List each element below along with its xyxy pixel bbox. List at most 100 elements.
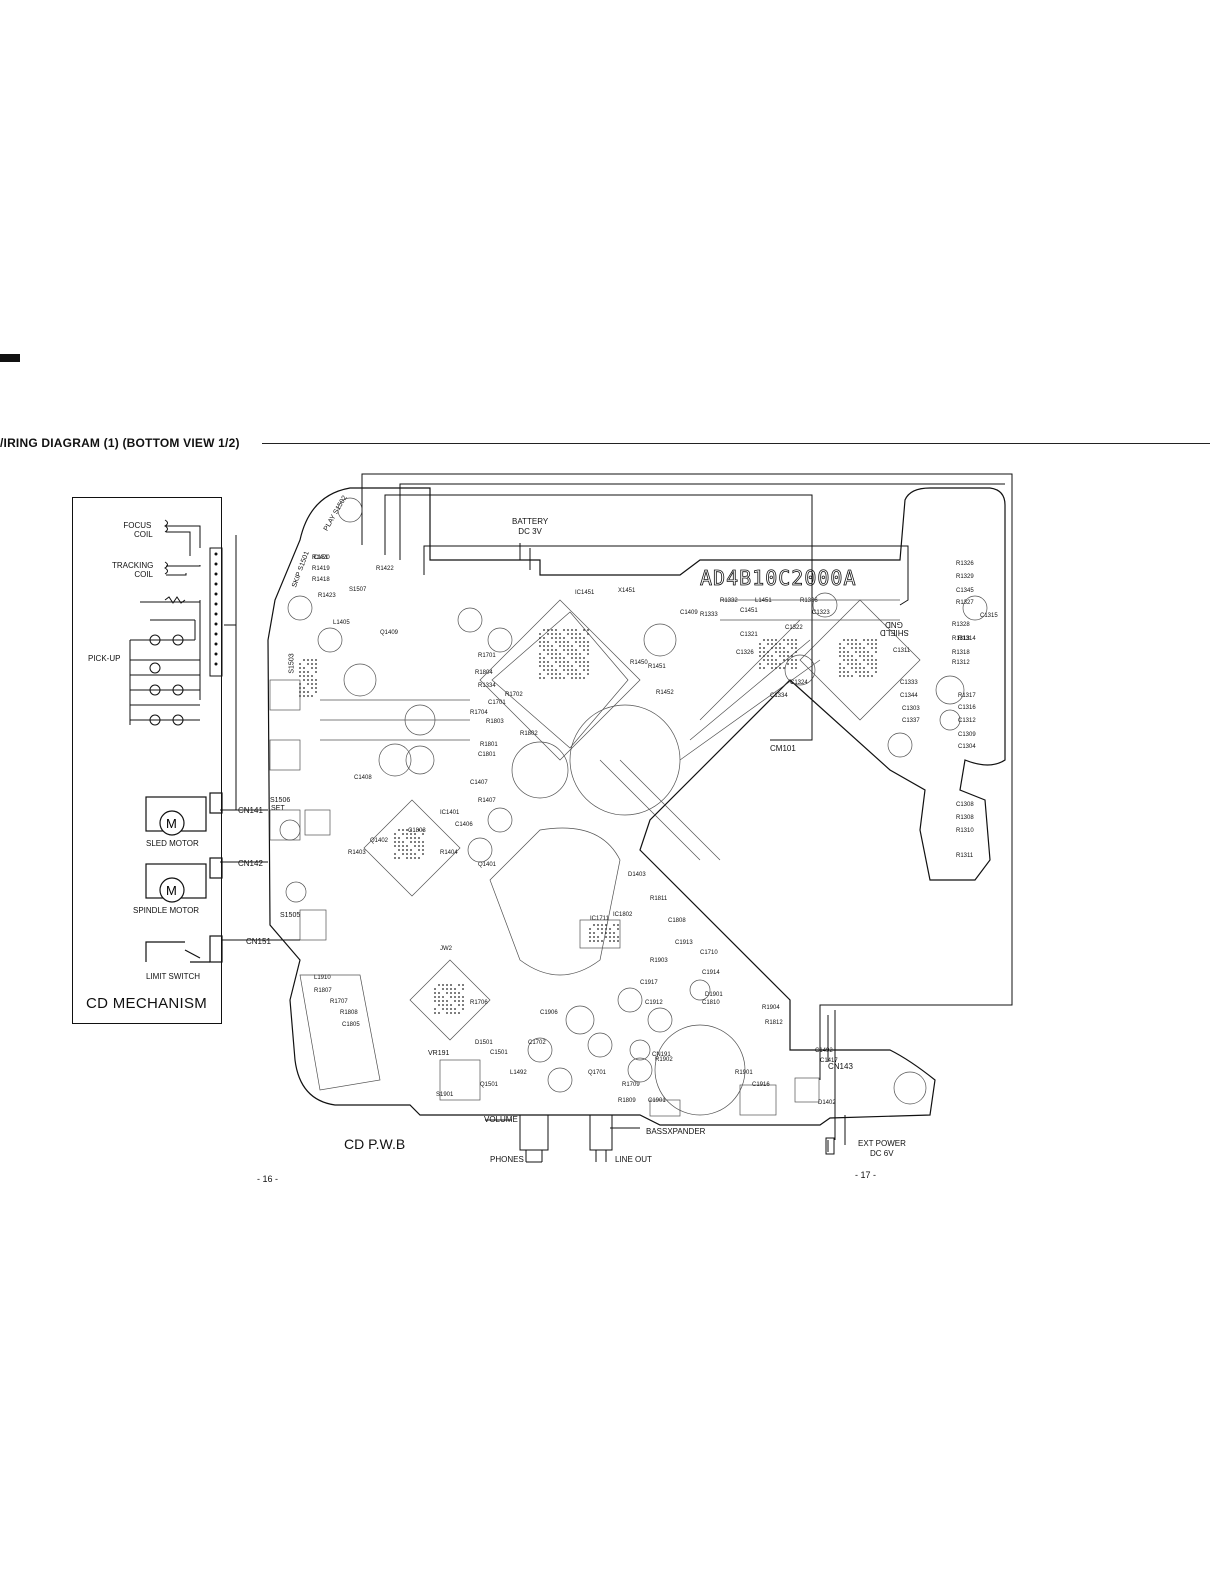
ic-pin-dot [859, 651, 861, 653]
ic-pin-dot [783, 655, 785, 657]
ic-pin-dot [579, 673, 581, 675]
ic-pin-dot [398, 857, 400, 859]
ic-pin-dot [299, 687, 301, 689]
ic-pin-dot [438, 996, 440, 998]
ic-pin-dot [587, 649, 589, 651]
board-part-code: AD4B10C2000A [700, 566, 857, 591]
ic-pin-dot [597, 936, 599, 938]
ic-pin-dot [847, 651, 849, 653]
ic-pin-dot [579, 641, 581, 643]
ic-pin-dot [394, 833, 396, 835]
limit-switch-label: LIMIT SWITCH [146, 972, 201, 981]
ic-pin-dot [775, 663, 777, 665]
ic-pin-dot [575, 677, 577, 679]
ic-pin-dot [571, 673, 573, 675]
component-l1451: L1451 [755, 598, 772, 604]
pickup-label: PICK-UP [88, 654, 121, 663]
ic-pin-dot [791, 639, 793, 641]
ic-pin-dot [597, 940, 599, 942]
ic-pin-dot [775, 639, 777, 641]
ic-pin-dot [847, 659, 849, 661]
ic-pin-dot [851, 659, 853, 661]
ic-pin-dot [551, 653, 553, 655]
ic-pin-dot [442, 1008, 444, 1010]
ic-pin-dot [867, 655, 869, 657]
ic-pin-dot [579, 677, 581, 679]
ic-pin-dot [402, 845, 404, 847]
component-c1309: C1309 [958, 732, 976, 738]
ic-pin-dot [583, 645, 585, 647]
ic-pin-dot [783, 651, 785, 653]
ic-pin-dot [783, 667, 785, 669]
ic-pin-dot [579, 665, 581, 667]
ic-pin-dot [571, 645, 573, 647]
ic-pin-dot [583, 649, 585, 651]
ic-pin-dot [543, 661, 545, 663]
ic-pin-dot [307, 683, 309, 685]
ic-pin-dot [843, 671, 845, 673]
ic-pin-dot [871, 675, 873, 677]
ic-pin-dot [458, 984, 460, 986]
ic-pin-dot [539, 677, 541, 679]
ic-pin-dot [442, 984, 444, 986]
page-number-right: - 17 - [855, 1170, 877, 1180]
ic-pin-dot [851, 663, 853, 665]
component-d1402: D1402 [818, 1100, 836, 1106]
ic-pin-dot [311, 679, 313, 681]
ic-pin-dot [617, 940, 619, 942]
component-c1501: C1501 [490, 1050, 508, 1056]
ic-pin-dot [410, 853, 412, 855]
ic-pin-dot [863, 667, 865, 669]
component-r1313: R1313 [952, 636, 970, 642]
component-r1314: R1314 [958, 636, 976, 642]
ic-pin-dot [454, 996, 456, 998]
ic-pin-dot [567, 669, 569, 671]
ic-pin-dot [398, 841, 400, 843]
ic-pin-dot [555, 677, 557, 679]
ic-pin-dot [551, 645, 553, 647]
ic-pin-dot [593, 936, 595, 938]
ic-pin-dot [551, 669, 553, 671]
ic-pin-dot [446, 992, 448, 994]
ic-pin-dot [605, 928, 607, 930]
ic-pin-dot [406, 853, 408, 855]
ic-pin-dot [587, 669, 589, 671]
ic-pin-dot [555, 629, 557, 631]
ic-pin-dot [763, 655, 765, 657]
ic-pin-dot [555, 649, 557, 651]
ic-pin-dot [303, 659, 305, 661]
ic-pin-dot [579, 661, 581, 663]
ic-pin-dot [458, 1012, 460, 1014]
component-d1901: D1901 [705, 992, 723, 998]
ic-pin-dot [299, 695, 301, 697]
ic-pin-dot [311, 675, 313, 677]
ic-pin-dot [575, 641, 577, 643]
component-r1802: R1802 [520, 731, 538, 737]
component-c1337: C1337 [902, 718, 920, 724]
ic-pin-dot [563, 661, 565, 663]
ic-pin-dot [543, 677, 545, 679]
ic-pin-dot [579, 657, 581, 659]
ic-pin-dot [855, 643, 857, 645]
ic-pin-dot [547, 669, 549, 671]
ic-pin-dot [771, 647, 773, 649]
ic-pin-dot [547, 645, 549, 647]
ic-pin-dot [583, 657, 585, 659]
ic-pin-dot [759, 663, 761, 665]
ic-pin-dot [539, 637, 541, 639]
ic-pin-dot [307, 675, 309, 677]
ic-pin-dot [422, 845, 424, 847]
component-d1501: D1501 [475, 1040, 493, 1046]
ic-pin-dot [871, 643, 873, 645]
ic-pin-dot [855, 651, 857, 653]
ic-pin-dot [787, 659, 789, 661]
ic-pin-dot [547, 665, 549, 667]
component-q1402: Q1402 [370, 838, 389, 844]
ic-pin-dot [547, 633, 549, 635]
ic-pin-dot [539, 673, 541, 675]
ic-pin-dot [575, 633, 577, 635]
ic-pin-dot [759, 655, 761, 657]
ic-pin-dot [418, 845, 420, 847]
ic-pin-dot [583, 661, 585, 663]
component-c1303: C1303 [902, 706, 920, 712]
